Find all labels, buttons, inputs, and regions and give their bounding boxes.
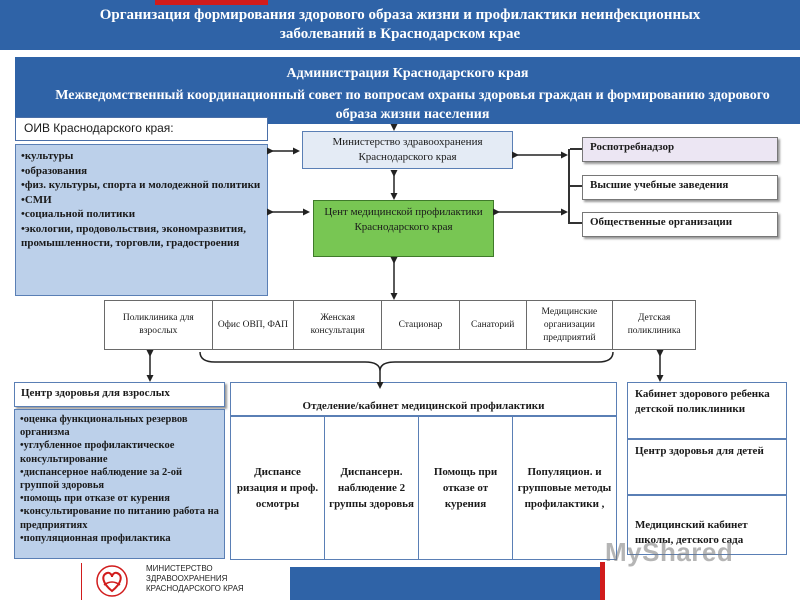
header-title-line1: Организация формирования здорового образ… [99,7,701,23]
header-red-accent [155,0,268,5]
child-health-center-box: Центр здоровья для детей [627,439,787,495]
health-center-title: Центр здоровья для взрослых [14,382,225,407]
institution-cell: Медицинские организации предприятий [527,301,614,349]
footer-divider [81,563,82,600]
council-title: Межведомственный координационный совет п… [55,88,770,122]
oiv-title: ОИВ Краснодарского края: [15,117,268,141]
oiv-item: •физ. культуры, спорта и молодежной поли… [21,179,261,191]
health-center-item: •диспансерное наблюдение за 2-ой группой… [20,466,183,492]
oiv-item: •образования [21,164,88,177]
department-title: Отделение/кабинет медицинской профилакти… [230,382,617,416]
department-cell: Помощь при отказе от курения [418,416,513,560]
rospotrebnadzor-box: Роспотребнадзор [582,137,778,162]
footer-blue-bar [290,567,602,600]
child-room-box: Кабинет здорового ребенка детской поликл… [627,382,787,439]
header-banner: Организация формирования здорового образ… [0,0,800,50]
ministry-logo [92,563,132,600]
prevention-center-box: Цент медицинской профилактики Краснодарс… [313,200,494,257]
footer-line: ЗДРАВООХРАНЕНИЯ [146,574,228,583]
health-center-item: •консультирование по питанию работа на п… [20,506,219,531]
oiv-list: •культуры •образования •физ. культуры, с… [15,144,268,296]
footer-ministry-text: МИНИСТЕРСТВО ЗДРАВООХРАНЕНИЯ КРАСНОДАРСК… [146,564,244,594]
institutions-row: Поликлиника для взрослых Офис ОВП, ФАП Ж… [104,300,696,350]
oiv-item: •экологии, продовольствия, экономразвити… [21,222,246,250]
department-cell: Диспансерн. наблюдение 2 группы здоровья [324,416,419,560]
institution-cell: Санаторий [460,301,527,349]
health-center-item: •популяционная профилактика [20,532,171,544]
institutions-brace [199,351,614,372]
institution-cell: Детская поликлиника [627,313,681,336]
health-center-item: •помощь при отказе от курения [20,493,170,505]
department-cell: Диспансе ризация и проф. осмотры [230,416,325,560]
footer-red-bar [600,562,605,600]
institution-cell: Офис ОВП, ФАП [213,301,295,349]
oiv-item: •социальной политики [21,208,136,220]
department-cell: Популяцион. и групповые методы профилакт… [512,416,617,560]
school-medical-room-box: Медицинский кабинет школы, детского сада [627,495,787,555]
public-organizations-box: Общественные организации [582,212,778,237]
header-title-line2: заболеваний в Краснодарском крае [279,26,521,42]
health-center-item: •углубленное профилактическое консультир… [20,440,175,465]
ministry-box: Министерство здравоохранения Краснодарск… [302,131,513,169]
administration-box: Администрация Краснодарского края Межвед… [15,57,800,124]
footer-line: КРАСНОДАРСКОГО КРАЯ [146,584,244,593]
health-center-item: •оценка функциональных резервов организм… [20,414,188,439]
institution-cell: Стационар [382,301,460,349]
administration-title: Администрация Краснодарского края [286,66,529,81]
right-bracket [568,148,582,224]
institution-cell: Поликлиника для взрослых [105,301,213,349]
footer-line: МИНИСТЕРСТВО [146,564,213,573]
oiv-item: •культуры [21,150,74,162]
institution-cell: Женская консультация [294,301,383,349]
universities-box: Высшие учебные заведения [582,175,778,200]
oiv-item: •СМИ [21,193,52,206]
watermark: MyShared [605,537,734,567]
health-center-list: •оценка функциональных резервов организм… [14,409,225,559]
